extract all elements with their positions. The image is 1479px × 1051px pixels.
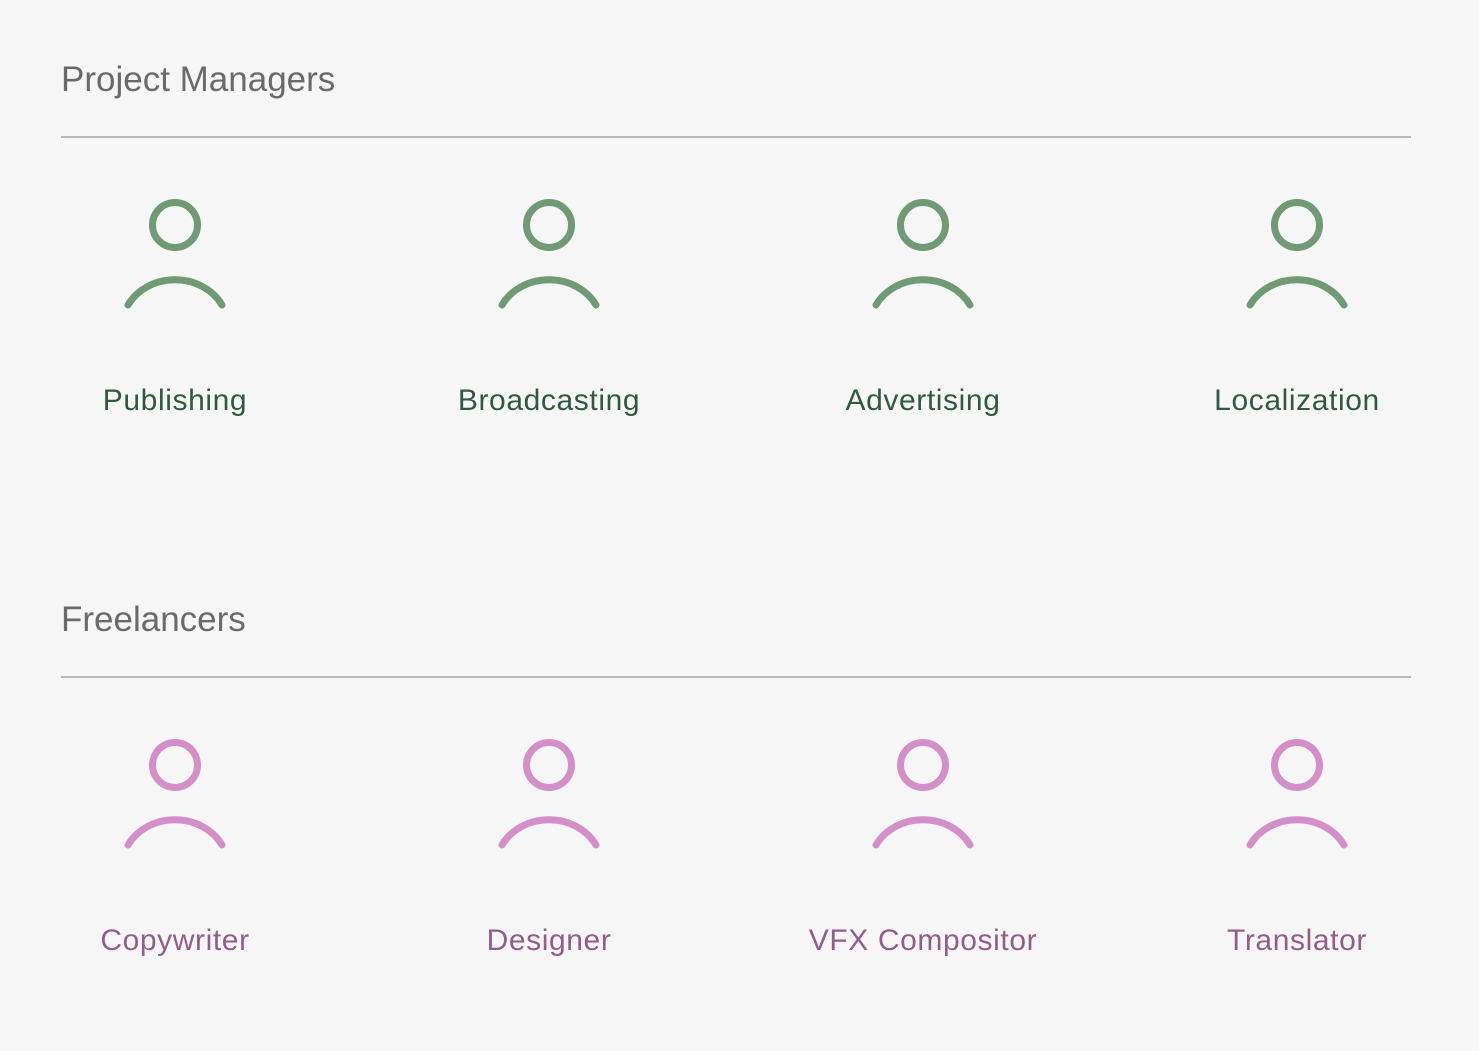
role-card-copywriter[interactable]: Copywriter [45, 738, 305, 968]
section-title-project-managers: Project Managers [61, 60, 336, 99]
section-divider [61, 136, 1411, 138]
role-card-vfx-compositor[interactable]: VFX Compositor [793, 738, 1053, 968]
freelancers-list: Copywriter Designer VFX Compositor Trans… [61, 738, 1411, 978]
person-icon [124, 199, 226, 309]
person-icon [498, 739, 600, 849]
role-card-publishing[interactable]: Publishing [45, 198, 305, 428]
person-icon [872, 739, 974, 849]
role-card-translator[interactable]: Translator [1167, 738, 1427, 968]
role-label: Advertising [845, 384, 1001, 417]
role-card-broadcasting[interactable]: Broadcasting [419, 198, 679, 428]
section-title-freelancers: Freelancers [61, 600, 246, 639]
role-label: Publishing [102, 384, 248, 417]
person-icon [1246, 199, 1348, 309]
project-managers-section: Project Managers Publishing Broadcasting… [61, 58, 1411, 417]
person-icon [124, 739, 226, 849]
person-icon [498, 199, 600, 309]
project-managers-list: Publishing Broadcasting Advertising Loca… [61, 198, 1411, 438]
freelancers-section: Freelancers Copywriter Designer VFX Comp… [61, 598, 1411, 957]
role-card-designer[interactable]: Designer [419, 738, 679, 968]
role-card-localization[interactable]: Localization [1167, 198, 1427, 428]
role-label: Translator [1227, 924, 1367, 957]
person-icon [1246, 739, 1348, 849]
person-icon [872, 199, 974, 309]
role-label: Designer [486, 924, 612, 957]
role-label: VFX Compositor [808, 924, 1038, 957]
role-label: Broadcasting [457, 384, 641, 417]
section-divider [61, 676, 1411, 678]
role-card-advertising[interactable]: Advertising [793, 198, 1053, 428]
role-label: Copywriter [100, 924, 250, 957]
role-label: Localization [1214, 384, 1380, 417]
